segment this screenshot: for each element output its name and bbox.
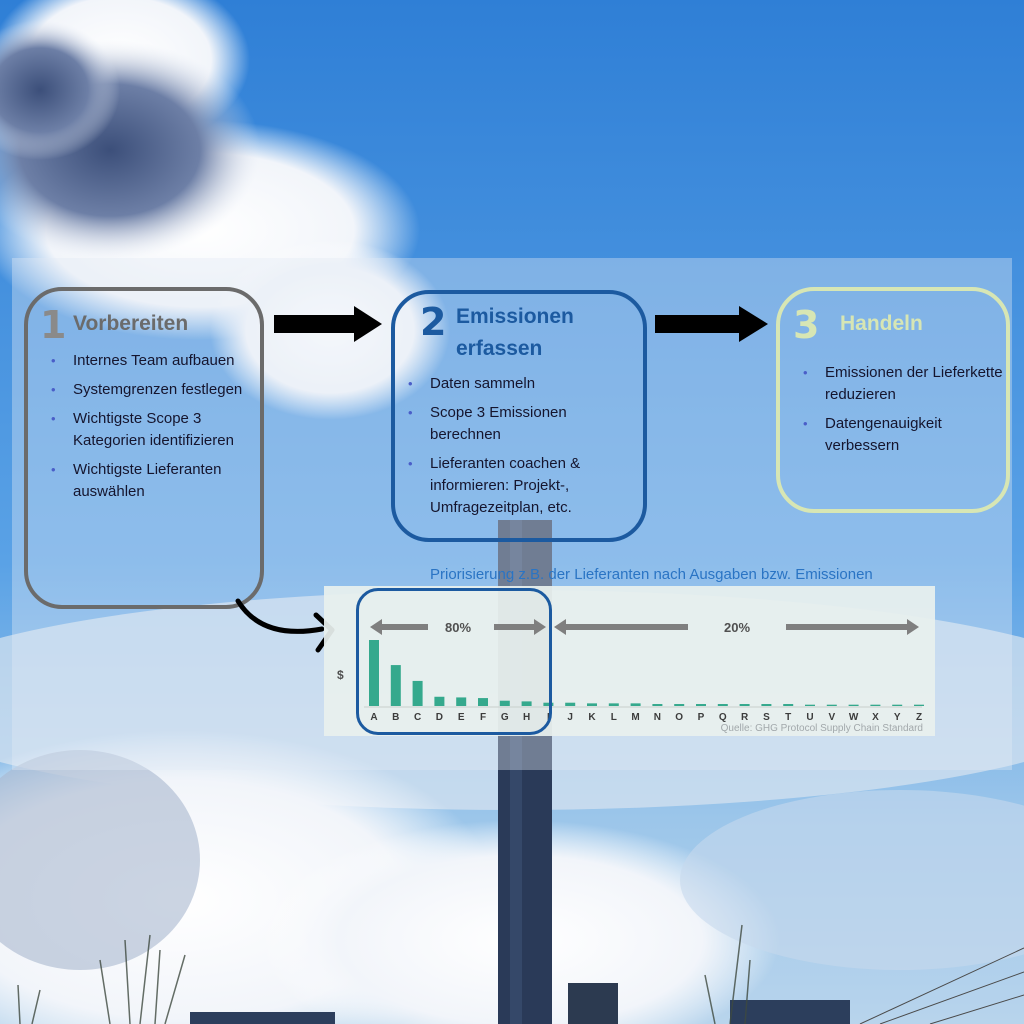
step-2-box — [391, 290, 647, 542]
bar-y — [892, 704, 903, 706]
bar-c — [412, 680, 423, 706]
x-tick-c: C — [414, 712, 421, 723]
x-tick-z: Z — [916, 712, 922, 723]
bar-b — [390, 665, 401, 706]
list-item: Scope 3 Emissionen berechnen — [398, 402, 633, 446]
x-tick-n: N — [654, 712, 661, 723]
annotation-20-arrow — [554, 619, 919, 635]
chart-caption: Priorisierung z.B. der Lieferanten nach … — [430, 566, 873, 583]
list-item: Systemgrenzen festlegen — [41, 379, 256, 401]
bar-w — [848, 704, 859, 706]
bar-p — [696, 704, 706, 706]
bar-i — [543, 702, 554, 706]
list-item: Lieferanten coachen & informieren: Proje… — [398, 453, 633, 519]
list-item: Emissionen der Lieferkette reduzieren — [793, 362, 1003, 406]
bar-k — [587, 703, 597, 706]
bar-v — [826, 704, 837, 706]
x-tick-h: H — [523, 712, 530, 723]
x-tick-p: P — [698, 712, 705, 723]
bar-d — [434, 696, 445, 706]
bar-z — [914, 704, 924, 706]
x-tick-d: D — [436, 712, 443, 723]
bar-h — [521, 701, 532, 706]
bar-a — [369, 640, 379, 706]
step-1-box — [24, 287, 264, 609]
x-tick-w: W — [849, 712, 859, 723]
bar-t — [783, 704, 794, 706]
bar-l — [608, 703, 619, 706]
x-tick-g: G — [501, 712, 509, 723]
x-tick-s: S — [763, 712, 770, 723]
bar-m — [630, 703, 641, 706]
bar-q — [717, 704, 728, 706]
list-item: Wichtigste Scope 3 Kategorien identifizi… — [41, 408, 256, 452]
bar-s — [761, 704, 772, 706]
bar-e — [456, 697, 467, 706]
x-tick-f: F — [480, 712, 486, 723]
x-tick-x: X — [872, 712, 879, 723]
bar-n — [652, 704, 663, 706]
x-tick-y: Y — [894, 712, 901, 723]
step-3-number: 3 — [793, 303, 820, 347]
x-tick-k: K — [588, 712, 596, 723]
step-3-box — [776, 287, 1010, 513]
chart-source: Quelle: GHG Protocol Supply Chain Standa… — [720, 723, 923, 734]
step-3-title: Handeln — [840, 312, 923, 335]
x-tick-l: L — [611, 712, 617, 723]
bar-x — [870, 704, 881, 706]
list-item: Daten sammeln — [398, 373, 633, 395]
annotation-80-label: 80% — [445, 620, 471, 635]
x-tick-o: O — [675, 712, 683, 723]
bar-j — [565, 702, 576, 706]
step-1-number: 1 — [40, 303, 67, 347]
annotation-20-label: 20% — [724, 620, 750, 635]
list-item: Datengenauigkeit verbessern — [793, 413, 1003, 457]
step-2-number: 2 — [420, 300, 447, 344]
x-tick-t: T — [785, 712, 791, 723]
y-axis-label: $ — [337, 668, 344, 682]
step-3-list: Emissionen der Lieferkette reduzieren Da… — [793, 362, 1003, 464]
bar-f — [478, 698, 488, 706]
step-1-title: Vorbereiten — [73, 312, 189, 335]
list-item: Wichtigste Lieferanten auswählen — [41, 459, 256, 503]
bar-g — [499, 700, 510, 706]
x-tick-r: R — [741, 712, 749, 723]
bar-r — [739, 704, 750, 706]
list-item: Internes Team aufbauen — [41, 350, 256, 372]
step-2-title: Emissionen erfassen — [456, 305, 574, 360]
x-tick-q: Q — [719, 712, 727, 723]
x-tick-v: V — [828, 712, 835, 723]
x-tick-b: B — [392, 712, 399, 723]
step-2-list: Daten sammeln Scope 3 Emissionen berechn… — [398, 373, 633, 526]
annotation-80-arrow — [370, 619, 546, 635]
x-tick-m: M — [631, 712, 639, 723]
top-suppliers-highlight — [356, 588, 552, 735]
bar-u — [805, 704, 815, 706]
bar-o — [674, 704, 685, 706]
x-tick-u: U — [806, 712, 813, 723]
x-tick-e: E — [458, 712, 465, 723]
step-1-list: Internes Team aufbauen Systemgrenzen fes… — [41, 350, 256, 510]
x-tick-j: J — [567, 712, 573, 723]
